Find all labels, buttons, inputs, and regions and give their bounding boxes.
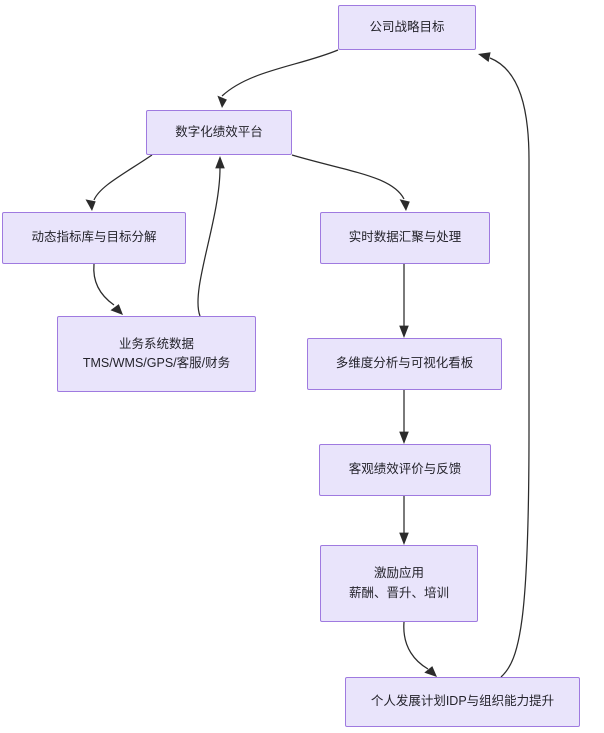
- node-strategy[interactable]: 公司战略目标: [338, 5, 476, 50]
- node-label: 客观绩效评价与反馈: [348, 462, 462, 477]
- node-label: 数字化绩效平台: [175, 124, 263, 139]
- arrowhead-icon: [110, 304, 123, 315]
- edge-idp-to-strategy: [478, 52, 530, 678]
- edge-line: [221, 49, 339, 97]
- edge-platform-to-realtime: [291, 154, 410, 211]
- arrowhead-icon: [85, 199, 96, 211]
- edge-business-to-platform: [197, 156, 225, 317]
- edge-evaluation-to-incentive: [399, 496, 409, 545]
- edge-line: [93, 263, 115, 306]
- arrowhead-icon: [399, 532, 409, 545]
- edge-indicator-to-business: [93, 263, 123, 315]
- node-realtime-data[interactable]: 实时数据汇聚与处理: [320, 212, 490, 264]
- node-indicator-library[interactable]: 动态指标库与目标分解: [2, 212, 186, 264]
- edge-line: [403, 621, 429, 670]
- node-platform[interactable]: 数字化绩效平台: [146, 110, 292, 155]
- arrowhead-icon: [399, 325, 409, 338]
- arrowhead-icon: [478, 52, 491, 62]
- arrowhead-icon: [399, 199, 410, 211]
- node-sublabel: TMS/WMS/GPS/客服/财务: [82, 356, 231, 370]
- node-evaluation-feedback[interactable]: 客观绩效评价与反馈: [319, 444, 491, 496]
- node-idp-org-capability[interactable]: 个人发展计划IDP与组织能力提升: [345, 677, 580, 727]
- node-label: 公司战略目标: [369, 19, 445, 34]
- node-label: 激励应用: [373, 566, 424, 581]
- node-label: 多维度分析与可视化看板: [335, 356, 474, 371]
- node-label: 实时数据汇聚与处理: [348, 230, 462, 245]
- edge-realtime-to-analysis: [399, 264, 409, 338]
- node-label: 个人发展计划IDP与组织能力提升: [370, 694, 555, 709]
- node-label: 业务系统数据: [118, 336, 194, 351]
- edge-strategy-to-platform: [217, 49, 339, 108]
- node-label: 动态指标库与目标分解: [31, 230, 157, 245]
- node-sublabel: 薪酬、晋升、培训: [348, 585, 449, 600]
- arrowhead-icon: [424, 666, 437, 677]
- edge-line: [93, 154, 153, 201]
- edge-line: [197, 167, 221, 317]
- edge-incentive-to-idp: [403, 621, 437, 677]
- edge-analysis-to-evaluation: [399, 390, 409, 444]
- node-analysis-dashboard[interactable]: 多维度分析与可视化看板: [307, 338, 502, 390]
- arrowhead-icon: [217, 95, 227, 108]
- edge-line: [489, 57, 530, 678]
- arrowhead-icon: [215, 156, 225, 169]
- edge-line: [291, 154, 405, 200]
- edge-platform-to-indicator: [85, 154, 153, 211]
- node-incentive-application[interactable]: 激励应用 薪酬、晋升、培训: [320, 545, 478, 622]
- arrowhead-icon: [399, 431, 409, 444]
- node-business-systems[interactable]: 业务系统数据 TMS/WMS/GPS/客服/财务: [57, 316, 256, 392]
